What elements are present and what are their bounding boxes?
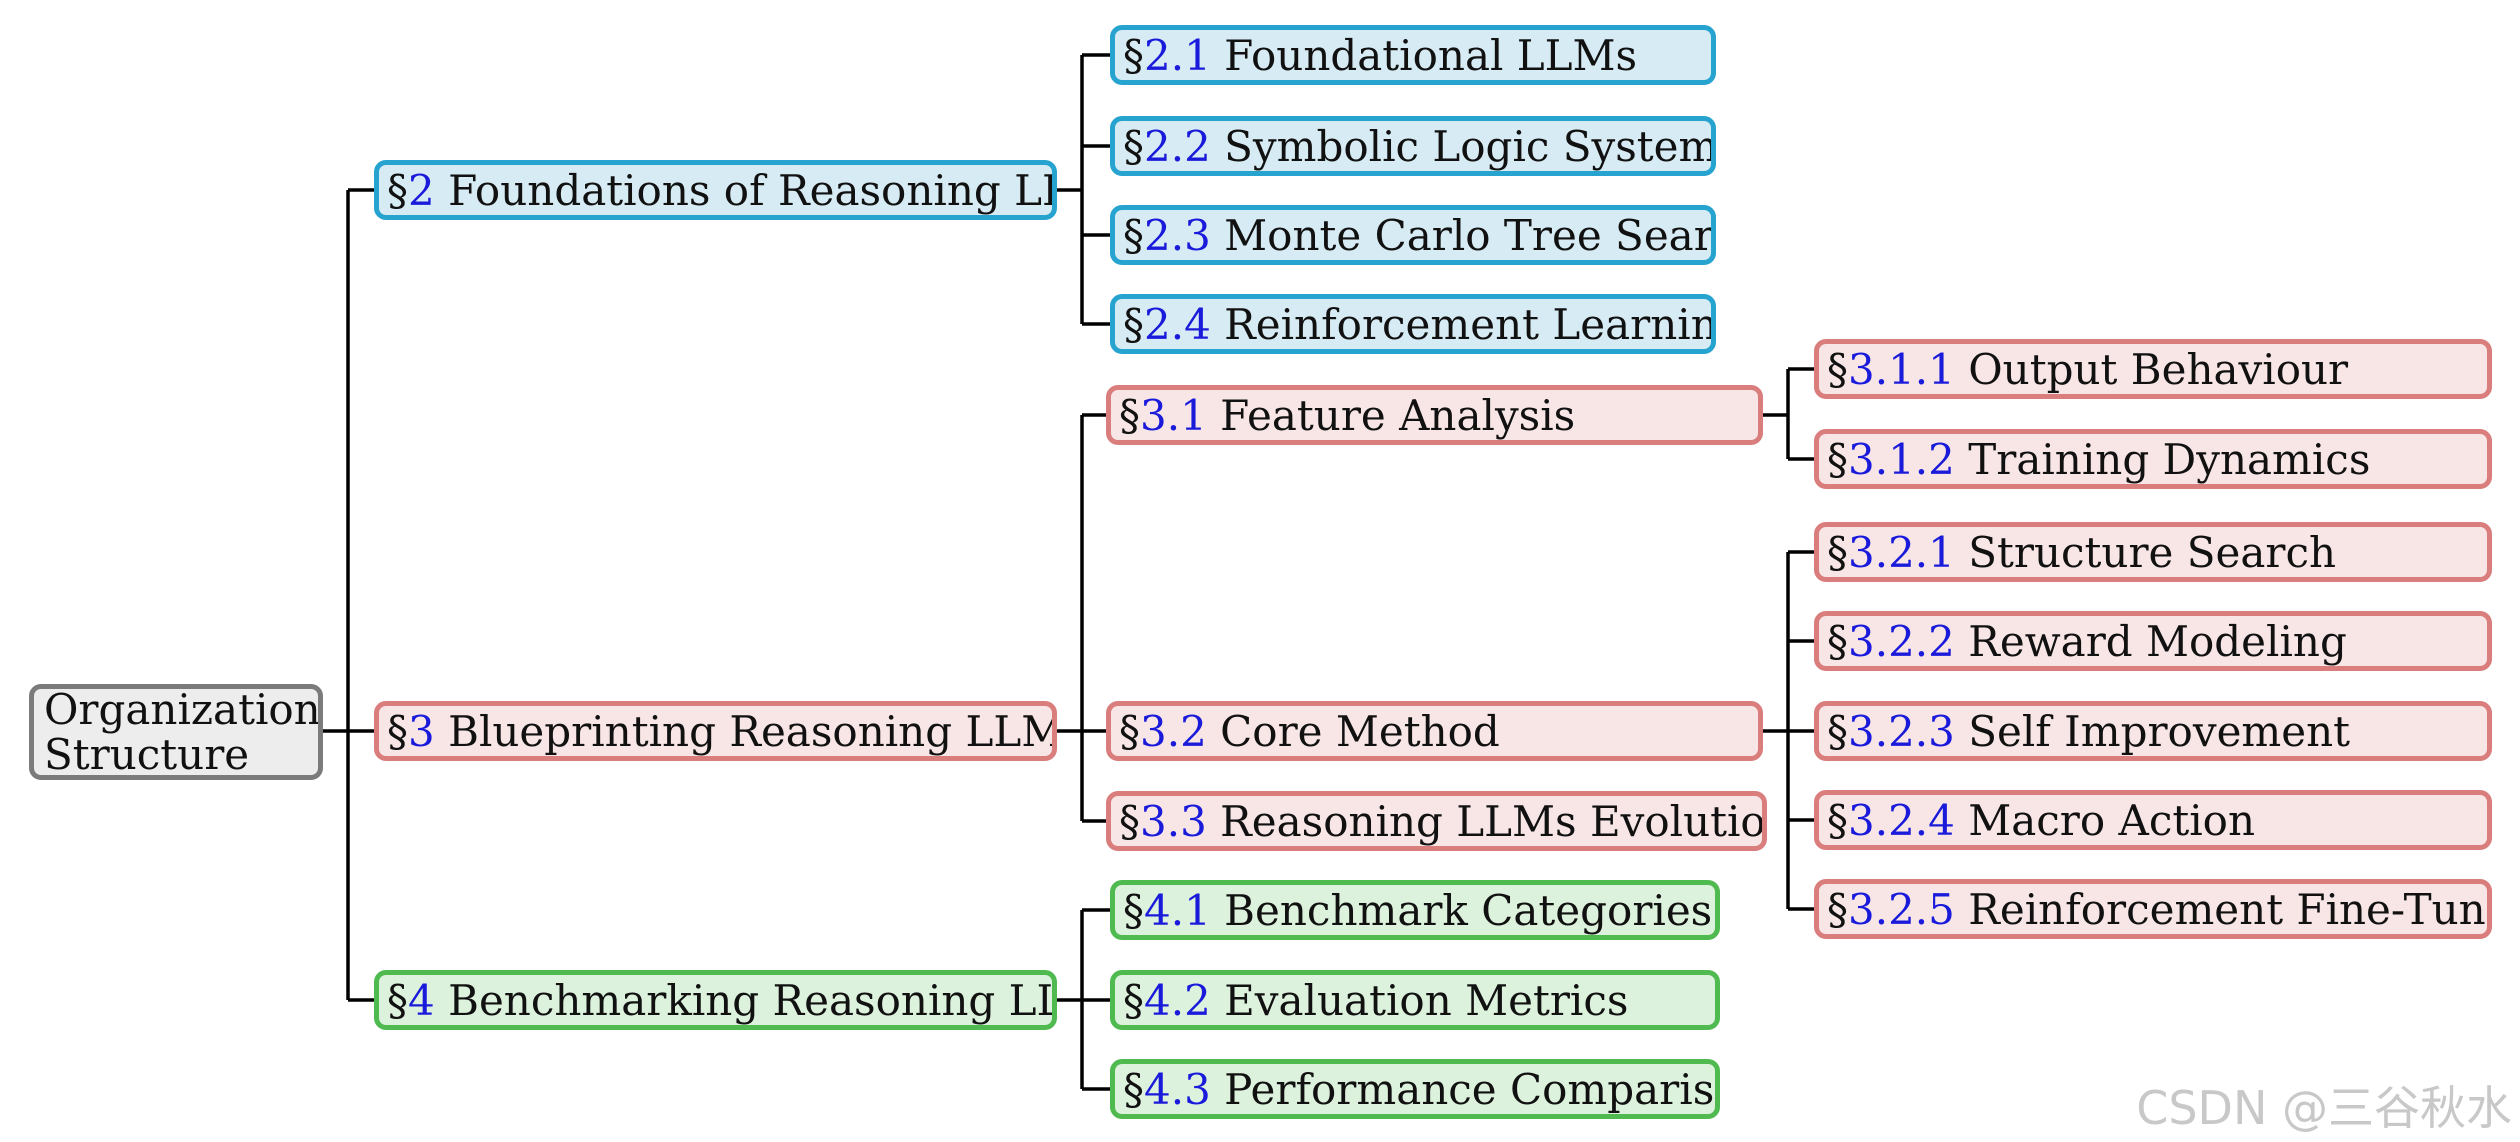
node-s2-1: §2.1 Foundational LLMs <box>1110 25 1716 85</box>
node-s4: §4 Benchmarking Reasoning LLMs <box>374 970 1057 1030</box>
section-symbol: § <box>1827 344 1848 394</box>
root-label-line1: Organizational <box>44 685 321 734</box>
node-s2-2: §2.2 Symbolic Logic Systems <box>1110 116 1716 176</box>
section-title: Core Method <box>1206 706 1500 756</box>
connector-s3-2-children <box>1788 550 1814 911</box>
section-title: Blueprinting Reasoning LLMs <box>434 706 1057 756</box>
section-symbol: § <box>1123 30 1144 80</box>
section-title: Evaluation Metrics <box>1210 975 1629 1025</box>
connector-s4-children <box>1082 908 1110 1091</box>
node-s3-1-1: §3.1.1 Output Behaviour <box>1814 339 2492 399</box>
section-title: Symbolic Logic Systems <box>1210 121 1716 171</box>
node-s3-2-2: §3.2.2 Reward Modeling <box>1814 611 2492 671</box>
node-s4-3: §4.3 Performance Comparison <box>1110 1059 1720 1119</box>
section-symbol: § <box>1123 975 1144 1025</box>
node-s3-2-5: §3.2.5 Reinforcement Fine-Tuning <box>1814 879 2492 939</box>
section-number: 3.3 <box>1140 796 1207 846</box>
section-number: 3.1.2 <box>1848 434 1955 484</box>
connector-s3-children <box>1082 413 1106 823</box>
section-title: Self Improvement <box>1954 706 2351 756</box>
node-s4-1: §4.1 Benchmark Categories <box>1110 880 1720 940</box>
section-number: 3.2 <box>1140 706 1207 756</box>
section-number: 4.2 <box>1144 975 1211 1025</box>
section-title: Foundations of Reasoning LLMs <box>448 165 1052 215</box>
node-s3-2-1: §3.2.1 Structure Search <box>1814 522 2492 582</box>
section-number: 2.1 <box>1144 30 1211 80</box>
root-label-line2: Structure <box>44 730 250 779</box>
node-s4-2: §4.2 Evaluation Metrics <box>1110 970 1720 1030</box>
section-symbol: § <box>1119 706 1140 756</box>
section-symbol: § <box>387 706 408 756</box>
section-number: 2.2 <box>1144 121 1211 171</box>
section-title: Feature Analysis <box>1206 390 1576 440</box>
connector-s3-1-children <box>1788 367 1814 461</box>
section-title: Structure Search <box>1954 527 2337 577</box>
node-s3-2-4: §3.2.4 Macro Action <box>1814 790 2492 850</box>
node-s3: §3 Blueprinting Reasoning LLMs <box>374 701 1057 761</box>
section-title: Output Behaviour <box>1954 344 2349 394</box>
section-number: 2 <box>408 165 435 215</box>
watermark: CSDN @三谷秋水 <box>2136 1081 2512 1135</box>
section-title: Foundational LLMs <box>1210 30 1638 80</box>
section-title: Training Dynamics <box>1954 434 2371 484</box>
section-title: Benchmark Categories <box>1210 885 1713 935</box>
node-s3-1: §3.1 Feature Analysis <box>1106 385 1763 445</box>
section-number: 3 <box>408 706 435 756</box>
section-title: Monte Carlo Tree Search <box>1210 210 1716 260</box>
section-title: Macro Action <box>1954 795 2256 845</box>
node-s2-3: §2.3 Monte Carlo Tree Search <box>1110 205 1716 265</box>
section-symbol: § <box>1123 1064 1144 1114</box>
section-symbol: § <box>1123 885 1144 935</box>
section-number: 2.3 <box>1144 210 1211 260</box>
section-title: Reasoning LLMs Evolution <box>1206 796 1767 846</box>
section-symbol: § <box>1123 121 1144 171</box>
node-s2: §2 Foundations of Reasoning LLMs <box>374 160 1057 220</box>
section-symbol: § <box>1827 616 1848 666</box>
node-s2-4: §2.4 Reinforcement Learning <box>1110 294 1716 354</box>
section-title: Performance Comparison <box>1210 1064 1720 1114</box>
section-symbol: § <box>1827 527 1848 577</box>
section-symbol: § <box>1827 434 1848 484</box>
section-symbol: § <box>387 165 408 215</box>
node-s3-2: §3.2 Core Method <box>1106 701 1763 761</box>
section-title: Benchmarking Reasoning LLMs <box>448 975 1052 1025</box>
section-number: 3.2.3 <box>1848 706 1955 756</box>
section-symbol: § <box>1827 795 1848 845</box>
section-number: 3.1.1 <box>1848 344 1955 394</box>
section-number: 4 <box>408 975 435 1025</box>
node-s3-3: §3.3 Reasoning LLMs Evolution <box>1106 791 1767 851</box>
section-title: Reinforcement Learning <box>1210 299 1716 349</box>
section-number: 3.2.2 <box>1848 616 1955 666</box>
section-symbol: § <box>1119 390 1140 440</box>
section-symbol: § <box>387 975 408 1025</box>
section-symbol: § <box>1827 706 1848 756</box>
section-number: 3.1 <box>1140 390 1207 440</box>
section-title: Reinforcement Fine-Tuning <box>1968 884 2487 934</box>
section-symbol: § <box>1123 210 1144 260</box>
section-number: 4.3 <box>1144 1064 1211 1114</box>
root-node: Organizational Structure <box>29 684 323 780</box>
section-number: 3.2.1 <box>1848 527 1955 577</box>
section-symbol: § <box>1827 884 1848 934</box>
node-s3-1-2: §3.1.2 Training Dynamics <box>1814 429 2492 489</box>
section-symbol: § <box>1119 796 1140 846</box>
connector-s2-children <box>1082 53 1110 326</box>
section-number: 3.2.4 <box>1848 795 1955 845</box>
node-s3-2-3: §3.2.3 Self Improvement <box>1814 701 2492 761</box>
section-number: 2.4 <box>1144 299 1211 349</box>
root-label: Organizational Structure <box>44 685 321 779</box>
section-title: Reward Modeling <box>1954 616 2347 666</box>
section-symbol: § <box>1123 299 1144 349</box>
section-number: 4.1 <box>1144 885 1211 935</box>
section-number: 3.2.5 <box>1848 884 1955 934</box>
